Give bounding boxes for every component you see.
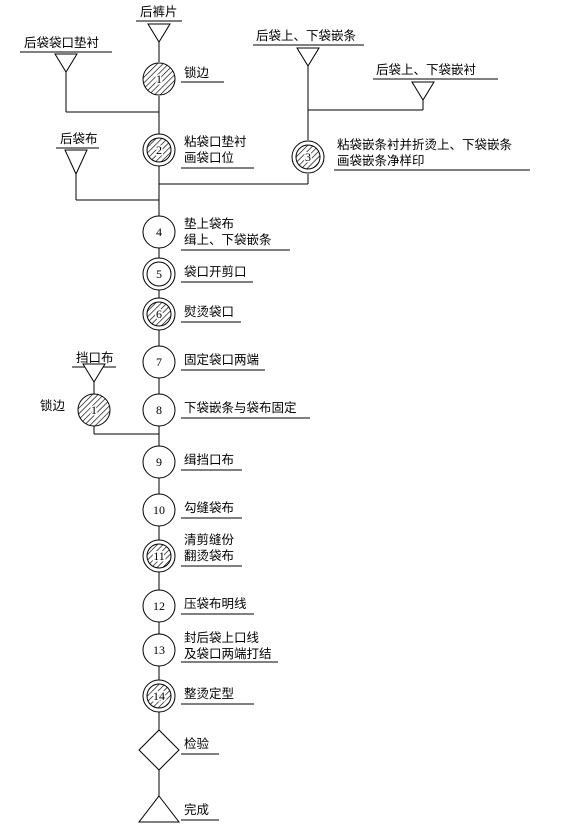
step-2-label-line2: 画袋口位 [184,150,235,165]
material-label-pocket-cloth: 后袋布 [60,131,98,146]
material-triangles [54,23,435,383]
step-13-label-line1: 封后袋上口线 [184,630,260,645]
step-1-number: 1 [156,72,162,86]
step-4-label-line1: 垫上袋布 [184,216,235,231]
step-10-circle [142,493,176,527]
step-7-circle [142,345,176,379]
process-circles [77,62,325,713]
step-8-circle [142,393,176,427]
finish-label: 完成 [184,802,210,817]
material-label-welt-lining: 后袋上、下袋嵌衬 [376,62,477,77]
step-12-number: 12 [153,599,165,613]
step-1-label: 锁边 [184,65,210,80]
step-14-circle [146,683,172,709]
material-label-pocket-lining: 后袋袋口垫衬 [24,35,100,50]
material-triangle-welt-lining [411,81,435,101]
side-step-1-label: 锁边 [40,398,66,413]
step-11-circle [146,543,172,569]
step-5-number: 5 [156,267,162,281]
step-11-label-line1: 清剪缝份 [184,532,235,547]
material-triangle-pocket-lining [54,53,78,73]
step-9-circle [142,445,176,479]
material-triangle-back-panel [147,23,171,43]
step-14-number: 14 [153,689,165,703]
step-6-label: 熨烫袋口 [184,304,235,319]
step-14-label: 整烫定型 [184,686,235,701]
step-3-label-line2: 画袋嵌条净样印 [337,153,425,168]
step-9-label: 缉挡口布 [184,452,235,467]
step-3-number: 3 [305,150,311,164]
step-7-label: 固定袋口两端 [184,352,260,367]
step-4-number: 4 [156,225,162,239]
step-2-circle [146,137,172,163]
step-2-number: 2 [156,143,162,157]
step-10-number: 10 [153,503,165,517]
material-label-welt-strip: 后袋上、下袋嵌条 [256,28,357,43]
material-triangle-welt-strip [296,47,320,67]
step-5-circle [146,261,172,287]
step-12-circle [142,589,176,623]
step-7-number: 7 [156,355,162,369]
step-6-number: 6 [156,307,162,321]
step-4-circle [142,215,176,249]
inspection-diamond [138,729,180,771]
step-numbers: 1 2 3 4 5 6 7 8 1 9 10 11 12 13 14 [90,71,313,705]
step-9-number: 9 [156,455,162,469]
side-step-1-number: 1 [91,403,97,417]
material-label-back-panel: 后裤片 [140,4,178,19]
step-3-circle [295,144,321,170]
connector-lines [65,42,424,796]
step-13-circle [142,633,176,667]
material-triangle-pocket-cloth [64,149,88,176]
step-11-number: 11 [153,549,165,563]
side-step-1-circle [77,393,111,427]
step-8-label: 下袋嵌条与袋布固定 [184,400,297,415]
step-12-label: 压袋布明线 [184,596,247,611]
finish-triangle [137,795,181,823]
inspection-label: 检验 [184,736,210,751]
step-6-circle [146,301,172,327]
step-1-circle [142,62,176,96]
label-underlines [20,20,530,821]
step-11-label-line2: 翻烫袋布 [184,548,235,563]
material-label-flap-cloth: 挡口布 [76,350,114,365]
step-8-number: 8 [156,403,162,417]
step-4-label-line2: 缉上、下袋嵌条 [184,232,272,247]
step-5-label: 袋口开剪口 [184,264,247,279]
step-2-label-line1: 粘袋口垫衬 [184,134,247,149]
step-10-label: 勾缝袋布 [184,500,235,515]
material-triangle-flap-cloth [82,363,106,383]
step-13-number: 13 [153,643,165,657]
step-3-label-line1: 粘袋嵌条衬并折烫上、下袋嵌条 [337,137,513,152]
step-13-label-line2: 及袋口两端打结 [184,646,272,661]
